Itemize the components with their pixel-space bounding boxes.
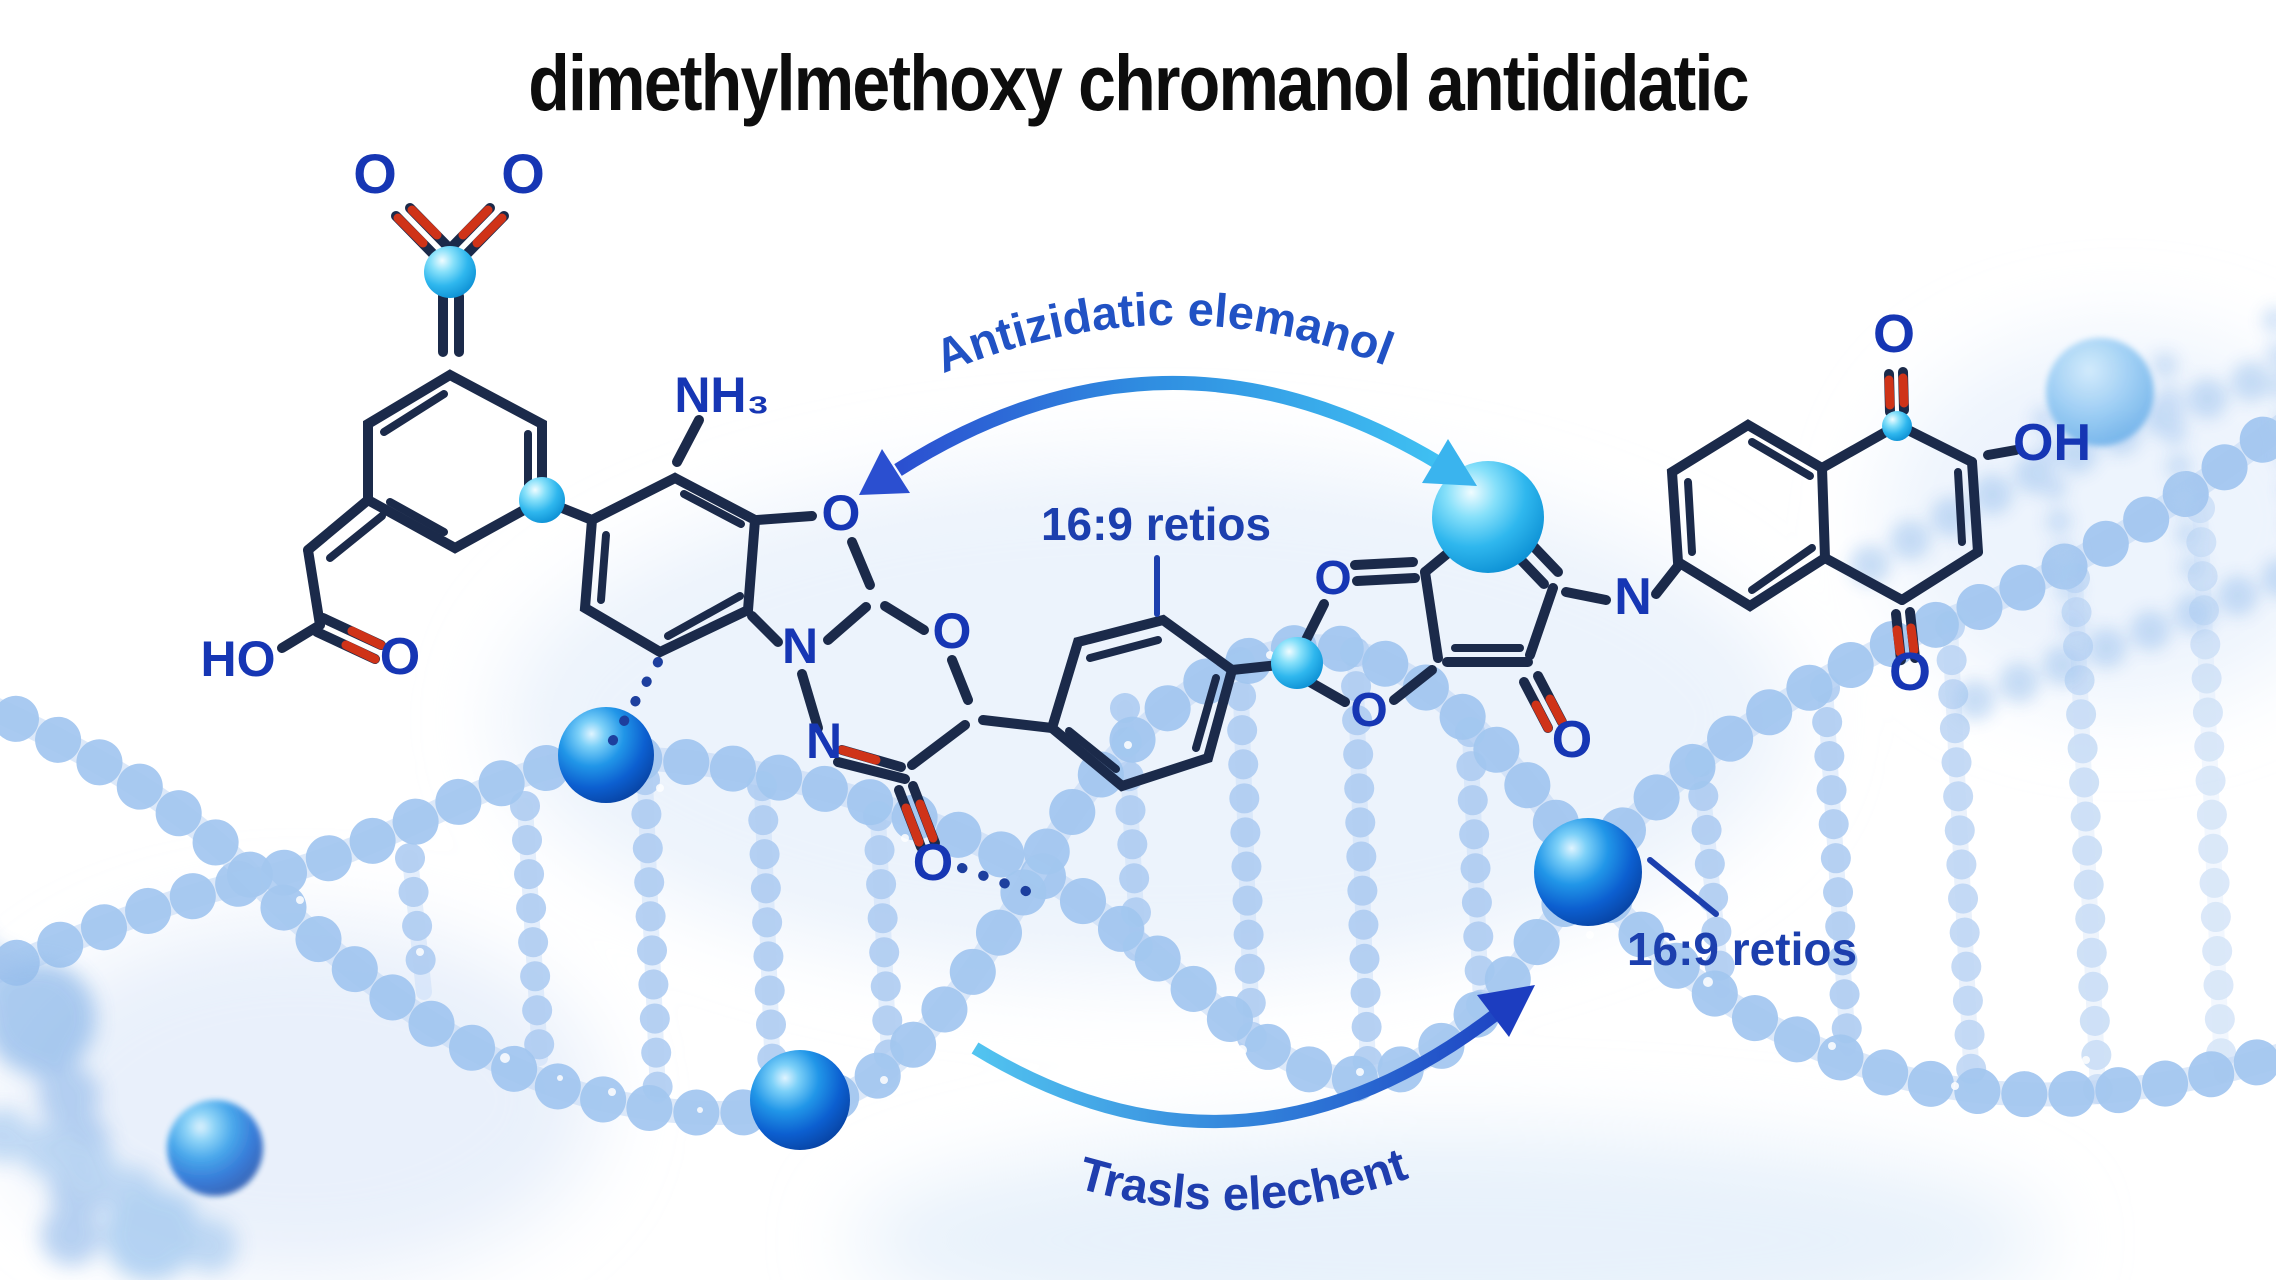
top-double-arrow [859, 375, 1477, 495]
atom-label-O: O [1889, 642, 1931, 702]
atom-label-N: N [806, 713, 842, 769]
ratio-annotation-mid: 16:9 retios [1041, 498, 1271, 617]
ratio-annotation-right: 16:9 retios [1627, 857, 1857, 975]
dna-blurred-knot [0, 942, 267, 1280]
ring-a [363, 369, 547, 554]
dna-spheres [167, 338, 2154, 1196]
atom-label-O: O [913, 834, 953, 892]
quinone-carbon-dot [1882, 411, 1912, 441]
hydrazone-arm [797, 669, 1057, 852]
dna-blurred-corner [1850, 307, 2276, 720]
arrowhead-up-right-icon [1477, 985, 1535, 1037]
ring-c [1046, 614, 1293, 792]
soft-sphere-top-right [2046, 338, 2154, 446]
intercalation-sphere-left [558, 707, 654, 803]
intercalation-sphere-right [1534, 818, 1642, 926]
dotted-bonds [607, 657, 1050, 903]
carboxyl-chain [277, 495, 386, 664]
atom-label-O: O [353, 142, 397, 205]
intercalation-sphere-bottom [750, 1050, 850, 1150]
ratio-label-mid: 16:9 retios [1041, 498, 1271, 550]
atom-label-O: O [822, 485, 861, 541]
atom-label-O: O [501, 142, 545, 205]
atom-label-O: O [380, 628, 420, 686]
blurred-sphere-left [167, 1100, 263, 1196]
dna-strand-lower [0, 623, 2276, 1136]
atom-label-HO: HO [201, 631, 276, 687]
page-title: dimethylmethoxy chromanol antididatic [528, 38, 1748, 127]
atom-label-O: O [1314, 552, 1351, 605]
biaryl-link-sphere [519, 477, 565, 523]
bottom-curved-arrow [971, 985, 1535, 1128]
bead-sparkles [296, 651, 2090, 1120]
atom-label-O: O [1350, 684, 1387, 737]
oxazole-ring [747, 511, 973, 705]
arrowhead-right-icon [1422, 439, 1477, 486]
dioxole-ring [1300, 557, 1443, 707]
atom-label-N: N [782, 618, 818, 674]
molecule-structure: O O NH₃ HO O O N O N O O O O N O OH O [201, 142, 2092, 903]
atom-labels: O O NH₃ HO O O N O N O O O O N O OH O [201, 142, 2092, 892]
acetal-carbon-sphere [1271, 637, 1323, 689]
atom-label-O: O [1873, 304, 1915, 364]
ratio-pointer-right [1647, 857, 1719, 917]
furanone-top-sphere [1432, 461, 1544, 573]
arrowhead-left-icon [859, 449, 910, 495]
dna-helix [0, 307, 2276, 1280]
atom-label-OH: OH [2013, 414, 2091, 472]
atom-label-O: O [1552, 711, 1592, 769]
atom-label-NH₃: NH₃ [674, 367, 769, 423]
atom-label-N: N [1614, 568, 1652, 626]
top-arrow-label: Antizidatic elemanol [927, 282, 1400, 383]
atom-spheres [424, 246, 1912, 689]
ring-e-quinone [1817, 367, 2021, 665]
atom-label-O: O [933, 603, 972, 659]
ratio-label-right: 16:9 retios [1627, 923, 1857, 975]
nitro-atom-sphere [424, 246, 476, 298]
